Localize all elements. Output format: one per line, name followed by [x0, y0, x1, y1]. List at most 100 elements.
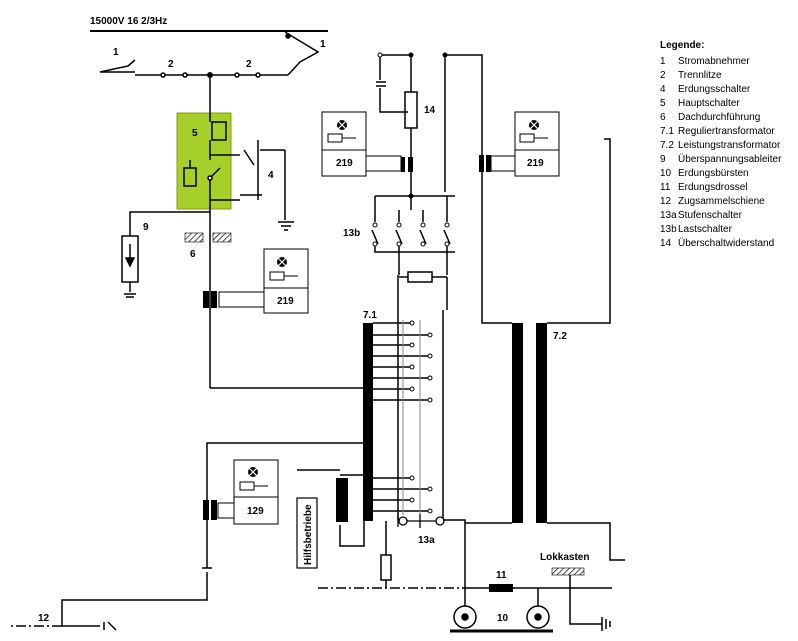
- legend-item-key: 4: [660, 84, 666, 95]
- label-6: 6: [190, 249, 196, 260]
- legend-item-label: Zugsammelschiene: [678, 196, 765, 207]
- ct-core-c2: [486, 155, 491, 172]
- legend-item: 11 Erdungsdrossel: [660, 181, 796, 195]
- lokkasten-label: Lokkasten: [540, 552, 589, 563]
- instrument-219-left-label: 219: [277, 296, 294, 307]
- legend-item: 5 Hauptschalter: [660, 97, 796, 111]
- legend-item-key: 12: [660, 196, 672, 207]
- ct-core-c1: [479, 155, 484, 172]
- legend-item-label: Reguliertransformator: [678, 126, 775, 137]
- pantograph-left: [99, 59, 136, 73]
- hilfsbetriebe-label: Hilfsbetriebe: [303, 504, 314, 565]
- label-10: 10: [497, 613, 509, 624]
- label-4: 4: [268, 170, 274, 181]
- legend-item-key: 1: [660, 56, 666, 67]
- roof-bushing: [184, 232, 232, 243]
- label-9: 9: [143, 222, 149, 233]
- legend-item-key: 13a: [660, 210, 677, 221]
- legend-item-key: 6: [660, 112, 666, 123]
- ct-core-d2: [211, 500, 217, 520]
- roof-line: [135, 72, 288, 78]
- legend-item: 7.1 Reguliertransformator: [660, 125, 796, 139]
- overhead-line: 15000V 16 2/3Hz: [90, 16, 328, 32]
- lokkasten-ground: [551, 567, 611, 631]
- instrument-219-right: 219: [490, 111, 560, 177]
- surge-arrester: [121, 211, 210, 298]
- legend-item: 9 Überspannungsableiter: [660, 153, 796, 167]
- legend-item-key: 7.2: [660, 140, 674, 151]
- legend-item-label: Hauptschalter: [678, 98, 740, 109]
- legend-item-label: Lastschalter: [678, 224, 732, 235]
- label-14: 14: [424, 105, 436, 116]
- legend-item-key: 10: [660, 168, 672, 179]
- instrument-219-middle: 219: [321, 111, 402, 177]
- label-1-right: 1: [320, 39, 326, 50]
- label-7-1: 7.1: [363, 310, 377, 321]
- main-switch-symbol: [183, 75, 227, 215]
- ct-core-d1: [203, 500, 209, 520]
- earthing-brushes: [450, 588, 553, 633]
- legend-item-label: Dachdurchführung: [678, 112, 761, 123]
- tap-changer: [397, 514, 445, 528]
- legend-item-key: 7.1: [660, 126, 674, 137]
- ct-core-a2: [211, 291, 217, 308]
- regulating-transformer: [363, 275, 444, 521]
- legend-item-key: 14: [660, 238, 672, 249]
- ct-core-b2: [408, 157, 413, 172]
- main-feeder: [209, 215, 364, 389]
- legend-list: 1 Stromabnehmer 2 Trennlitze 4 Erdungsschalte…: [660, 55, 796, 251]
- legend-item: 12 Zugsammelschiene: [660, 195, 796, 209]
- label-12: 12: [38, 613, 50, 624]
- main-switch-box: [176, 112, 232, 210]
- instrument-219-left: 219: [218, 248, 309, 314]
- instrument-219-right-label: 219: [527, 158, 544, 169]
- legend-item-key: 5: [660, 98, 666, 109]
- legend-item: 14 Überschaltwiderstand: [660, 237, 796, 251]
- label-1-left: 1: [113, 47, 119, 58]
- instrument-219-middle-label: 219: [336, 158, 353, 169]
- ct-core-b1: [401, 157, 405, 172]
- legend-item-key: 9: [660, 154, 666, 165]
- power-transformer: [443, 54, 625, 588]
- label-7-2: 7.2: [553, 331, 567, 342]
- legend-item-label: Überschaltwiderstand: [678, 238, 775, 249]
- legend-item-label: Trennlitze: [678, 70, 722, 81]
- legend-item-key: 11: [660, 182, 671, 193]
- legend-item: 4 Erdungsschalter: [660, 83, 796, 97]
- supply-voltage-label: 15000V 16 2/3Hz: [90, 16, 167, 27]
- legend-item: 1 Stromabnehmer: [660, 55, 796, 69]
- legend-item: 10 Erdungsbürsten: [660, 167, 796, 181]
- label-2-right: 2: [246, 59, 252, 70]
- instrument-129: 129: [217, 459, 279, 525]
- legend-item-key: 13b: [660, 224, 677, 235]
- legend-item-label: Stufenschalter: [678, 210, 742, 221]
- load-switch: [371, 54, 455, 310]
- aux-circuit: [8, 442, 612, 631]
- earthing-switch: [210, 140, 294, 231]
- label-2-left: 2: [168, 59, 174, 70]
- legend-item-label: Erdungsbürsten: [678, 168, 749, 179]
- legend-item: 2 Trennlitze: [660, 69, 796, 83]
- earthing-choke: [489, 584, 513, 592]
- legend-item-label: Stromabnehmer: [678, 56, 750, 67]
- legend-item-key: 2: [660, 70, 666, 81]
- label-13b: 13b: [343, 228, 360, 239]
- label-13a: 13a: [418, 535, 435, 546]
- instrument-129-label: 129: [247, 506, 264, 517]
- legend-item-label: Erdungsschalter: [678, 84, 751, 95]
- label-11: 11: [496, 570, 507, 581]
- legend-title: Legende:: [660, 40, 705, 51]
- legend-item-label: Erdungsdrossel: [678, 182, 748, 193]
- pantograph-right: [284, 31, 320, 76]
- label-5: 5: [192, 128, 198, 139]
- aux-transformer-core: [336, 478, 348, 522]
- legend-item: 6 Dachdurchführung: [660, 111, 796, 125]
- hilfsbetriebe-box: [296, 497, 318, 569]
- ct-core-a1: [203, 291, 209, 308]
- legend-item-label: Überspannungsableiter: [678, 154, 782, 165]
